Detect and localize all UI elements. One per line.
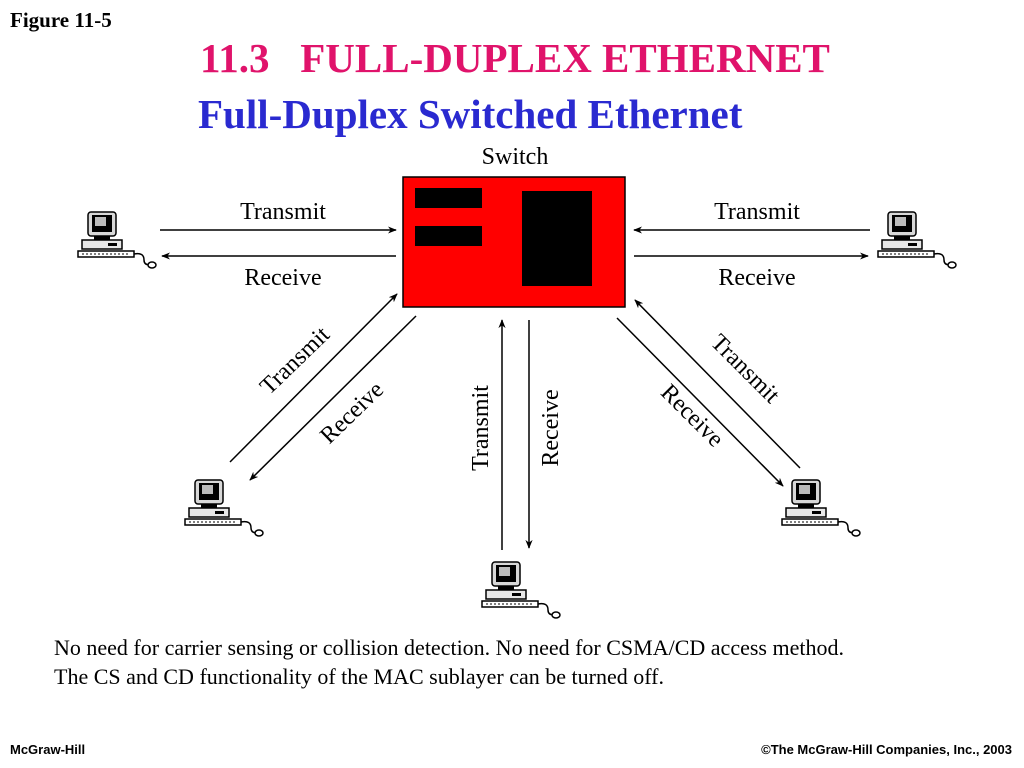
lower-right-transmit-arrow: [634, 299, 801, 469]
computer-icon: [184, 479, 264, 537]
lower-right-transmit-label: Transmit: [705, 330, 784, 409]
footer-copyright: ©The McGraw-Hill Companies, Inc., 2003: [761, 742, 1012, 757]
slide-subtitle: Full-Duplex Switched Ethernet: [198, 91, 743, 137]
lower-left-transmit-label: Transmit: [255, 322, 335, 401]
description-line-2: The CS and CD functionality of the MAC s…: [54, 664, 664, 689]
lower-left-receive-label: Receive: [315, 377, 389, 449]
bottom-transmit-label: Transmit: [468, 385, 494, 471]
right-transmit-label: Transmit: [714, 199, 800, 225]
switch-label: Switch: [482, 144, 549, 170]
computer-icon: [877, 211, 957, 269]
switch-port-slot: [415, 188, 482, 208]
lower-right-receive-label: Receive: [655, 380, 728, 453]
lower-left-receive-arrow: [249, 315, 417, 481]
bottom-receive-label: Receive: [538, 389, 564, 466]
computer-icon: [77, 211, 157, 269]
computer-icon: [781, 479, 861, 537]
left-transmit-label: Transmit: [240, 199, 326, 225]
left-receive-label: Receive: [244, 265, 321, 291]
figure-label: Figure 11-5: [10, 8, 112, 32]
switch-port-slot: [415, 226, 482, 246]
section-title: 11.3 FULL-DUPLEX ETHERNET: [200, 35, 830, 81]
description-line-1: No need for carrier sensing or collision…: [54, 635, 844, 660]
footer-publisher: McGraw-Hill: [10, 742, 86, 757]
lower-left-transmit-arrow: [229, 293, 398, 463]
right-receive-label: Receive: [718, 265, 795, 291]
lower-right-receive-arrow: [616, 317, 784, 487]
computer-icon: [481, 561, 561, 619]
description: No need for carrier sensing or collision…: [54, 633, 844, 691]
switch-module-slot: [522, 191, 592, 286]
